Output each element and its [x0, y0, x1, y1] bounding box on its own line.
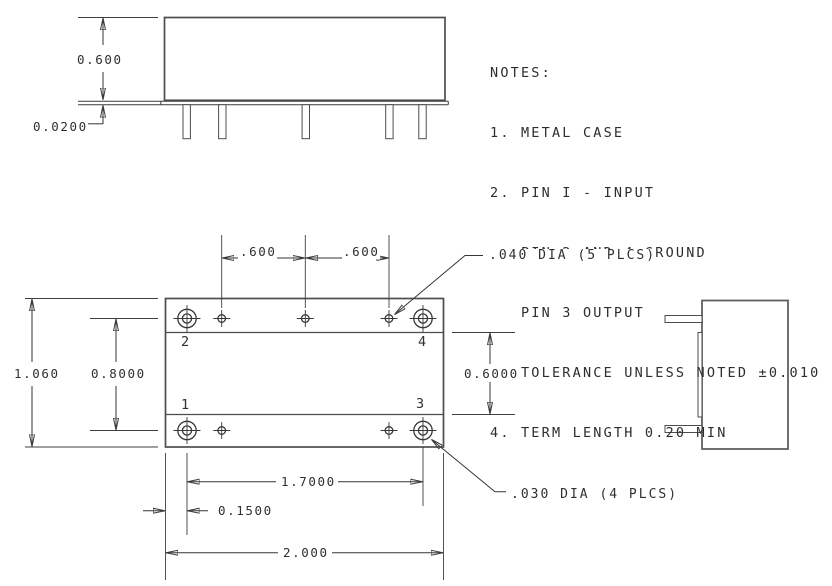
pin-terminal — [218, 104, 227, 140]
end-view-pin-bottom — [664, 425, 703, 433]
pin-hole-large-4 — [409, 305, 437, 332]
end-view — [664, 299, 789, 450]
dim-pin-pitch-right-label: .600 — [343, 244, 380, 259]
pin-terminal — [182, 104, 191, 140]
dim-pin-offset-label: 0.1500 — [218, 503, 273, 518]
dim-pin-pitch-left-label: .600 — [240, 244, 277, 259]
dim-body-width-label: 2.000 — [283, 545, 329, 560]
plan-view-case-outline — [164, 297, 445, 448]
front-view-pins — [182, 104, 427, 140]
pin-hole-large-1 — [173, 417, 201, 444]
end-view-pin-top — [664, 315, 703, 323]
large-hole-callout-label: .030 DIA (4 PLCS) — [511, 487, 679, 502]
front-view-standoff-dimension — [88, 105, 103, 125]
pin-pitch-dimensions — [221, 235, 390, 308]
pin-terminal — [301, 104, 311, 140]
note-line: 3. TOLERANCE UNLESS NOTED ±0.010 — [490, 365, 821, 381]
dim-standoff-label: 0.0200 — [33, 119, 88, 134]
bottom-dimensions — [143, 447, 444, 580]
small-hole — [380, 422, 398, 439]
dim-body-height-label: 1.060 — [14, 366, 60, 381]
dim-pin-span-label: 1.7000 — [281, 474, 336, 489]
dim-row-spacing-label: 0.8000 — [91, 366, 146, 381]
large-hole-leader-arrow — [432, 440, 506, 493]
note-line: 2. PIN I - INPUT — [490, 185, 656, 201]
small-hole-leader-arrow — [395, 255, 483, 315]
end-view-flange — [697, 332, 703, 418]
plan-view — [25, 235, 515, 580]
pin-terminal — [385, 104, 394, 140]
notes-block: NOTES: 1. METAL CASE 2. PIN I - INPUT PI… — [490, 23, 821, 463]
front-view — [78, 16, 449, 140]
body-height-dimension — [25, 298, 158, 448]
small-hole — [213, 310, 231, 327]
note-line: 1. METAL CASE — [490, 125, 625, 141]
small-hole — [296, 310, 314, 327]
inner-width-dimension — [452, 332, 515, 415]
pin-number-1: 1 — [181, 397, 190, 413]
dim-inner-width-label: 0.6000 — [464, 366, 519, 381]
pin-number-4: 4 — [418, 334, 427, 350]
small-hole — [213, 422, 231, 439]
pin-hole-large-3 — [409, 417, 437, 444]
note-line: 4. TERM LENGTH 0.20 MIN — [490, 425, 728, 441]
pin-number-3: 3 — [416, 396, 425, 412]
pin-terminal — [418, 104, 427, 140]
front-view-height-dimension — [78, 17, 158, 100]
notes-title: NOTES: — [490, 65, 552, 81]
small-hole-callout-label: .040 DIA (5 PLCS) — [489, 248, 657, 263]
row-spacing-dimension — [90, 318, 158, 431]
note-line: PIN 3 OUTPUT — [490, 305, 645, 321]
front-view-case-outline — [163, 16, 446, 102]
dim-case-height-label: 0.600 — [77, 52, 123, 67]
front-view-flange — [78, 100, 449, 106]
pin-hole-large-2 — [173, 305, 201, 332]
small-hole — [380, 310, 398, 327]
end-view-case-outline — [701, 299, 789, 450]
pin-number-2: 2 — [181, 334, 190, 350]
